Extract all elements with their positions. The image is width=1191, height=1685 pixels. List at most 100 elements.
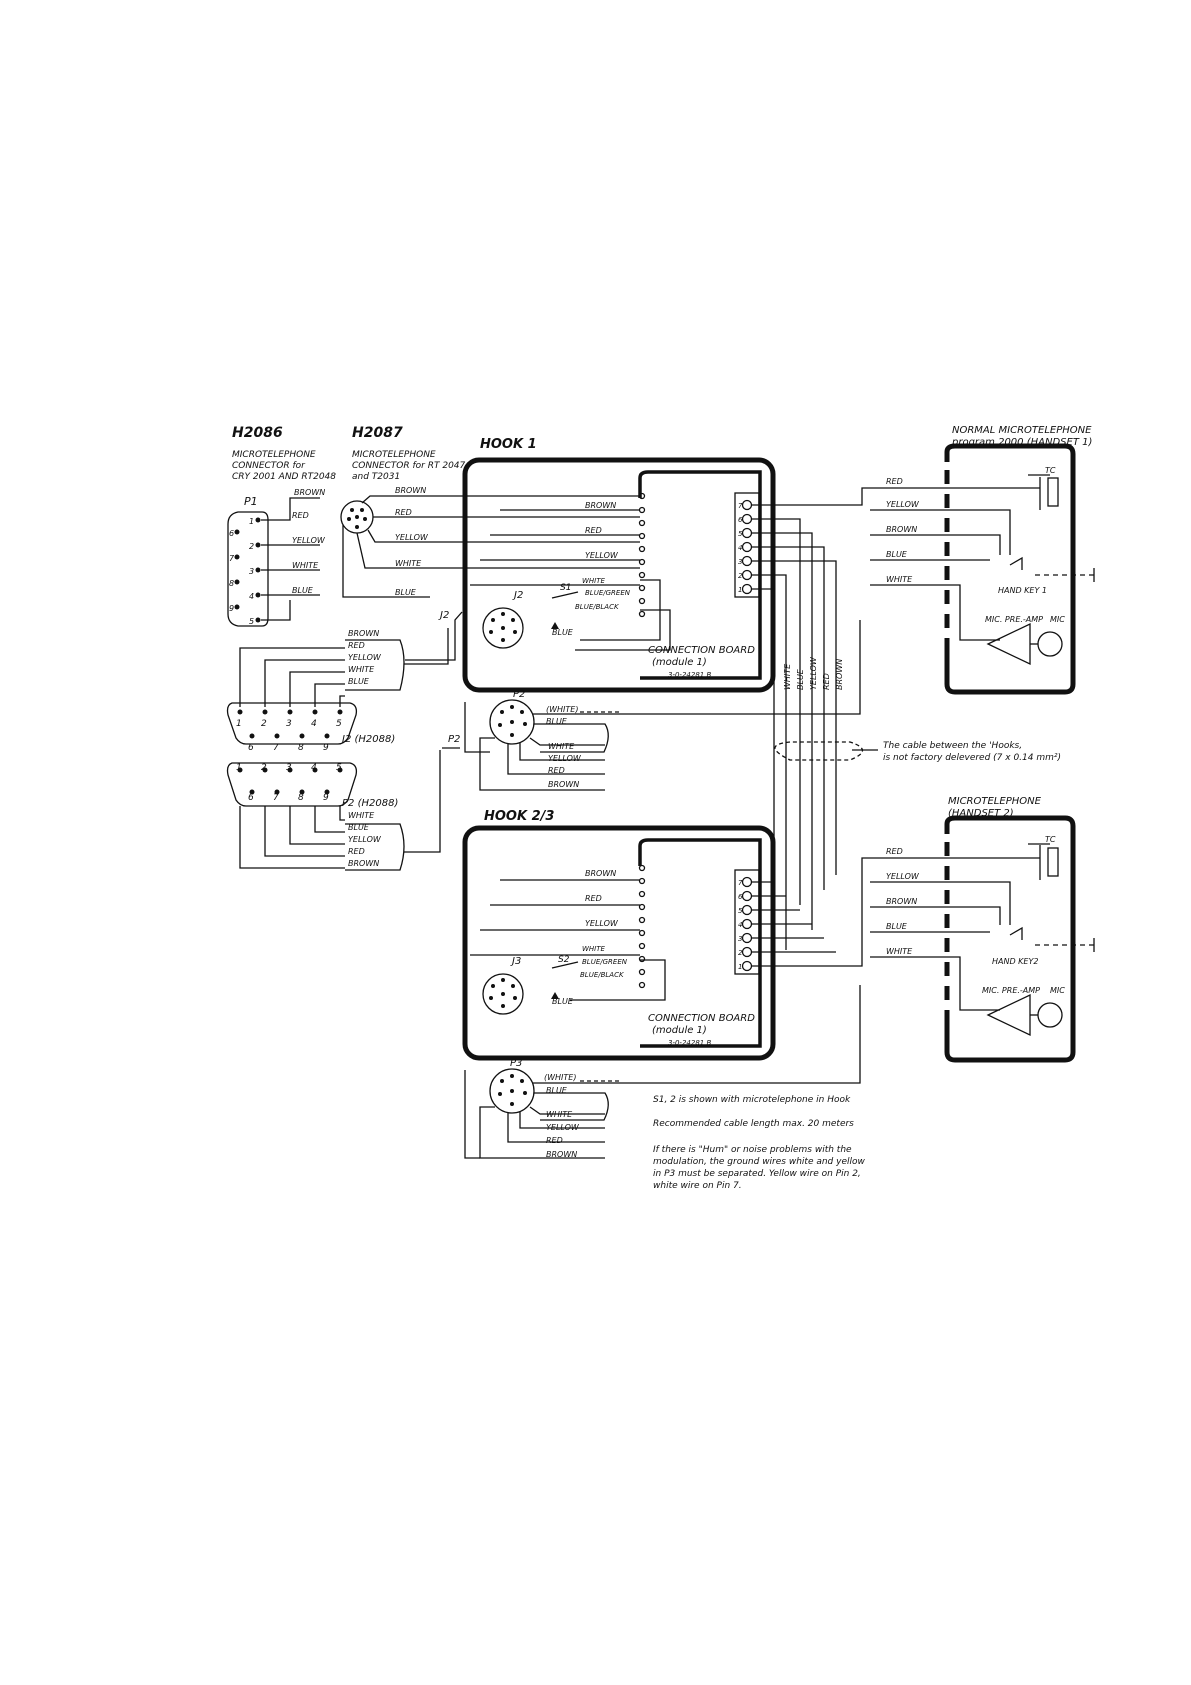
hook23-wire-white: WHITE — [582, 945, 606, 953]
hook23-terminal-6: 6 — [738, 893, 743, 901]
hook23-wire-blue-black: BLUE/BLACK — [580, 971, 625, 979]
h2086-code: H2086 — [232, 425, 283, 441]
p2-plug-wire-red: RED — [548, 766, 565, 775]
p2-plug-wires — [464, 620, 861, 791]
hook1-board-frame — [638, 470, 762, 680]
p2-pin-6: 6 — [248, 793, 254, 803]
note-5: in P3 must be separated. Yellow wire on … — [653, 1169, 861, 1179]
hook23-wire-yellow: YELLOW — [585, 919, 619, 928]
note-6: white wire on Pin 7. — [653, 1181, 742, 1191]
hook1-board-module: (module 1) — [652, 657, 707, 668]
p2-pin-3: 3 — [286, 763, 292, 773]
hook23-wire-blue: BLUE — [552, 997, 574, 1006]
hook1-terminal-7: 7 — [738, 502, 743, 510]
p3-plug-wire-yellow: YELLOW — [546, 1123, 580, 1132]
j2-h2088-wire-brown: BROWN — [348, 629, 379, 638]
handset1-preamp-label: MIC. PRE.-AMP — [985, 615, 1043, 624]
handset1-key-label: HAND KEY 1 — [998, 586, 1047, 595]
vert-wire-red: RED — [822, 673, 831, 690]
vert-wire-yellow: YELLOW — [809, 656, 818, 690]
p2-plug-wire-yellow: YELLOW — [548, 754, 582, 763]
h2086-desc-1: MICROTELEPHONE — [232, 450, 316, 460]
hook1-wire-blue-black: BLUE/BLACK — [575, 603, 620, 611]
hook1-jack-label: J2 — [512, 590, 523, 601]
p2-pin-2: 2 — [261, 763, 267, 773]
note-2: Recommended cable length max. 20 meters — [653, 1119, 854, 1129]
hook1-board-title: CONNECTION BOARD — [648, 645, 755, 656]
p1-dsub-connector — [227, 511, 269, 627]
p1-pin-6: 6 — [229, 529, 234, 538]
p1-pin-3: 3 — [249, 567, 254, 576]
p1-wire-red: RED — [292, 511, 309, 520]
p2-plug-wire-white: WHITE — [548, 742, 575, 751]
handset2-key-label: HAND KEY2 — [992, 957, 1038, 966]
handset1-title-1: NORMAL MICROTELEPHONE — [952, 425, 1092, 436]
handset2-tc — [1047, 847, 1059, 877]
note-3: If there is "Hum" or noise problems with… — [653, 1145, 852, 1155]
handset2-wire-brown: BROWN — [886, 897, 917, 906]
hook1-terminal-4: 4 — [738, 544, 742, 552]
handset1-wire-white: WHITE — [886, 575, 913, 584]
p3-plug-wire-red: RED — [546, 1136, 563, 1145]
h2087-wire-yellow: YELLOW — [395, 533, 429, 542]
hook1-wire-blue: BLUE — [552, 628, 574, 637]
hook23-switch-label: S2 — [558, 955, 570, 965]
j2-pin-2: 2 — [261, 719, 267, 729]
handset1-mic — [1037, 631, 1063, 657]
hook1-wire-blue-green: BLUE/GREEN — [585, 589, 631, 597]
p3-plug-label: P3 — [510, 1058, 522, 1069]
h2087-wires — [342, 495, 465, 598]
p1-pin-8: 8 — [229, 579, 234, 588]
hook23-wire-brown: BROWN — [585, 869, 616, 878]
p2-h2088-wire-yellow: YELLOW — [348, 835, 382, 844]
p2-pin-8: 8 — [298, 793, 304, 803]
handset2-hand-key — [1009, 926, 1023, 940]
p2-cable — [404, 750, 441, 853]
p2-h2088-wires — [239, 806, 405, 871]
inter-hook-cable — [751, 487, 870, 960]
j2-pin-5: 5 — [336, 719, 342, 729]
hook1-switch — [551, 591, 579, 599]
p3-plug-wire-white: WHITE — [546, 1110, 573, 1119]
hook23-title: HOOK 2/3 — [484, 809, 554, 824]
note-4: modulation, the ground wires white and y… — [653, 1157, 866, 1167]
handset2-wire-yellow: YELLOW — [886, 872, 920, 881]
h2087-wire-red: RED — [395, 508, 412, 517]
hook23-terminal-2: 2 — [738, 949, 743, 957]
h2087-wire-white: WHITE — [395, 559, 422, 568]
handset2-tc-label: TC — [1045, 835, 1056, 844]
hook1-terminal-2: 2 — [738, 572, 743, 580]
h2087-code: H2087 — [352, 425, 403, 441]
handset2-preamp-label: MIC. PRE.-AMP — [982, 986, 1040, 995]
j2-pin-1: 1 — [236, 719, 242, 729]
handset1-wire-brown: BROWN — [886, 525, 917, 534]
hook23-terminal-7: 7 — [738, 879, 743, 887]
j2-h2088-label: J2 (H2088) — [340, 734, 395, 745]
j2-pin-8: 8 — [298, 743, 304, 753]
vert-wire-blue: BLUE — [796, 668, 805, 690]
hook23-wire-blue-green: BLUE/GREEN — [582, 958, 628, 966]
handset2-preamp — [986, 993, 1031, 1037]
p3-plug-wire-white-paren: (WHITE) — [544, 1073, 576, 1082]
handset2-title-2: (HANDSET 2) — [948, 808, 1014, 819]
p2-plug-wire-white-paren: (WHITE) — [546, 705, 578, 714]
p1-label: P1 — [244, 495, 258, 508]
p1-wire-yellow: YELLOW — [292, 536, 326, 545]
j2-pin-4: 4 — [311, 719, 317, 729]
p2-pin-5: 5 — [336, 763, 342, 773]
note-1: S1, 2 is shown with microtelephone in Ho… — [653, 1095, 851, 1105]
j2-arrow-label: J2 — [438, 610, 449, 621]
p1-wire-white: WHITE — [292, 561, 319, 570]
handset2-title-1: MICROTELEPHONE — [948, 796, 1042, 807]
p2-pin-1: 1 — [236, 763, 242, 773]
p2-h2088-dsub — [226, 762, 358, 807]
vert-wire-white: WHITE — [783, 663, 792, 690]
p3-round-plug — [489, 1068, 535, 1114]
handset1-mic-label: MIC — [1050, 615, 1065, 624]
j2-h2088-wire-blue: BLUE — [348, 677, 370, 686]
j2-h2088-wires — [239, 628, 449, 707]
handset2-wire-white: WHITE — [886, 947, 913, 956]
p1-pin-1: 1 — [249, 517, 254, 526]
p2-h2088-wire-blue: BLUE — [348, 823, 370, 832]
